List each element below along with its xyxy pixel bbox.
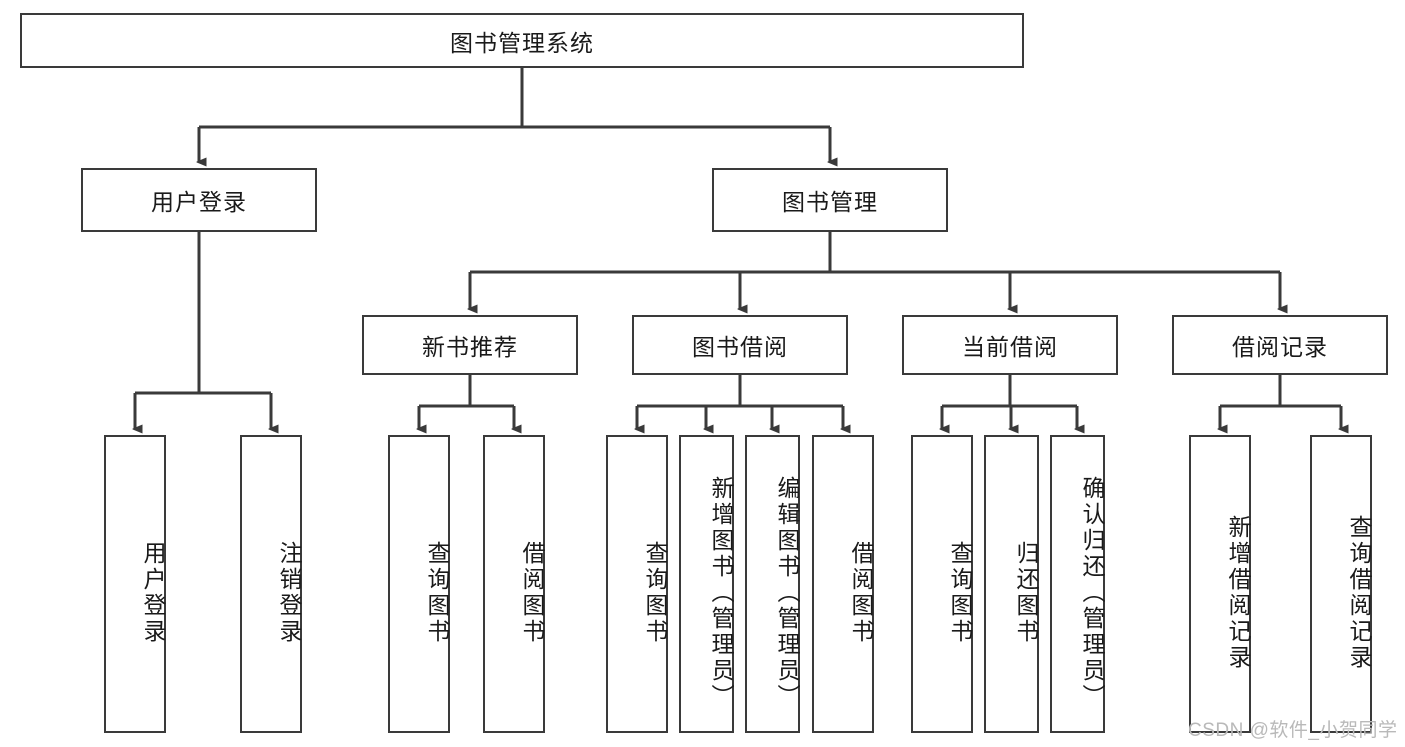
node-user-login[interactable]: 用户登录	[81, 168, 317, 232]
node-book-borrowing[interactable]: 图书借阅	[632, 315, 848, 375]
leaf-confirm-return-admin-label: 确认归还（管理员）	[1079, 476, 1105, 710]
leaf-logout-label: 注销登录	[276, 541, 302, 645]
node-user-login-label: 用户登录	[151, 189, 247, 215]
leaf-query-book-borrow-label: 查询图书	[642, 541, 668, 645]
leaf-return-book-label: 归还图书	[1013, 541, 1039, 645]
leaf-add-borrow-record[interactable]: 新增借阅记录	[1189, 435, 1251, 733]
leaf-user-login[interactable]: 用户登录	[104, 435, 166, 733]
leaf-query-book-current[interactable]: 查询图书	[911, 435, 973, 733]
leaf-borrow-book[interactable]: 借阅图书	[812, 435, 874, 733]
node-new-book-recommendation[interactable]: 新书推荐	[362, 315, 578, 375]
leaf-query-book-rec[interactable]: 查询图书	[388, 435, 450, 733]
leaf-edit-book-admin-label: 编辑图书（管理员）	[774, 476, 800, 710]
leaf-confirm-return-admin[interactable]: 确认归还（管理员）	[1050, 435, 1105, 733]
node-book-borrowing-label: 图书借阅	[692, 334, 788, 360]
leaf-query-book-current-label: 查询图书	[947, 541, 973, 645]
node-current-borrowing-label: 当前借阅	[962, 334, 1058, 360]
leaf-return-book[interactable]: 归还图书	[984, 435, 1039, 733]
leaf-borrow-book-rec-label: 借阅图书	[519, 541, 545, 645]
node-borrowing-records-label: 借阅记录	[1232, 334, 1328, 360]
leaf-edit-book-admin[interactable]: 编辑图书（管理员）	[745, 435, 800, 733]
leaf-query-book-borrow[interactable]: 查询图书	[606, 435, 668, 733]
node-borrowing-records[interactable]: 借阅记录	[1172, 315, 1388, 375]
node-root[interactable]: 图书管理系统	[20, 13, 1024, 68]
leaf-add-book-admin[interactable]: 新增图书（管理员）	[679, 435, 734, 733]
leaf-add-borrow-record-label: 新增借阅记录	[1225, 515, 1251, 671]
leaf-query-borrow-record-label: 查询借阅记录	[1346, 515, 1372, 671]
leaf-borrow-book-label: 借阅图书	[848, 541, 874, 645]
leaf-borrow-book-rec[interactable]: 借阅图书	[483, 435, 545, 733]
node-current-borrowing[interactable]: 当前借阅	[902, 315, 1118, 375]
node-new-book-recommendation-label: 新书推荐	[422, 334, 518, 360]
node-root-label: 图书管理系统	[450, 29, 594, 56]
watermark: CSDN @软件_小贺同学	[1188, 720, 1398, 741]
leaf-add-book-admin-label: 新增图书（管理员）	[708, 476, 734, 710]
node-book-management[interactable]: 图书管理	[712, 168, 948, 232]
leaf-query-book-rec-label: 查询图书	[424, 541, 450, 645]
leaf-logout[interactable]: 注销登录	[240, 435, 302, 733]
node-book-management-label: 图书管理	[782, 189, 878, 215]
leaf-query-borrow-record[interactable]: 查询借阅记录	[1310, 435, 1372, 733]
leaf-user-login-label: 用户登录	[140, 541, 166, 645]
